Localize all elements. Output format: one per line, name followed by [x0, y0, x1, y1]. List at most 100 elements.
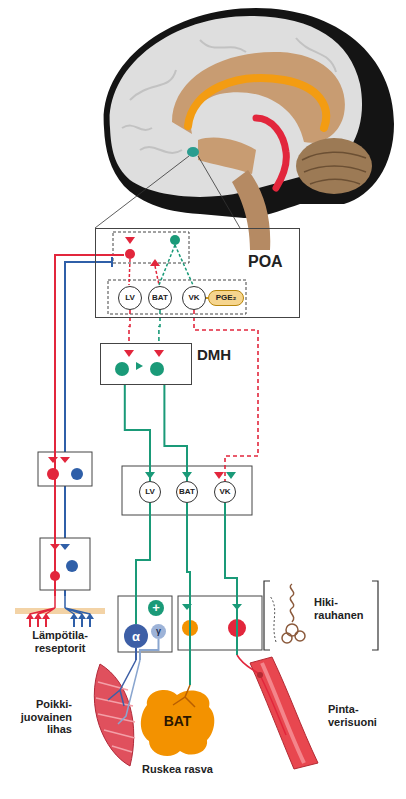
skeletal-muscle: Poikki- juovainen lihas	[8, 660, 143, 770]
dmh-interior	[115, 350, 164, 376]
neural-pathway	[135, 648, 137, 660]
neuron-group-circle: LV	[118, 286, 142, 310]
synapse-triangle	[50, 544, 60, 550]
sudomotor-nerve	[270, 596, 276, 642]
neuron	[71, 468, 83, 480]
node-text: BAT	[179, 488, 195, 496]
preoptic-area-dot	[187, 147, 199, 157]
node-text: VK	[219, 488, 230, 496]
brown-fat: BAT Ruskea rasva	[135, 685, 220, 785]
afferent-blue	[65, 596, 90, 614]
spinal-neuron-circle: VK	[214, 481, 236, 503]
node-text: Pinta- verisuoni	[328, 703, 384, 728]
neural-pathway	[136, 503, 150, 624]
afferent-red	[30, 596, 55, 614]
node-text: Lämpötila- reseptorit	[25, 629, 95, 654]
neuron-group-circle: BAT	[148, 286, 172, 310]
skin	[15, 608, 105, 614]
cold-arrowhead	[70, 613, 94, 619]
spinal-box	[122, 466, 252, 515]
dashed-group	[108, 280, 246, 314]
synapse-triangle	[150, 259, 160, 266]
motor-box	[118, 596, 172, 652]
node-text: VK	[188, 294, 199, 302]
poa-box: POA LV BAT VK PGE₂	[95, 228, 300, 318]
bracket	[264, 581, 378, 650]
neural-pathway	[125, 385, 150, 481]
alpha-motor-neuron: α	[124, 624, 148, 648]
zoom-line	[95, 156, 240, 228]
node-text: BAT	[135, 713, 220, 729]
vasomotor-nerve	[237, 655, 286, 735]
brain	[104, 8, 394, 250]
ganglion-neuron	[228, 619, 246, 637]
neural-pathway	[129, 310, 130, 343]
synapse-triangle	[48, 457, 70, 463]
neuron	[170, 235, 180, 245]
node-text: PGE₂	[216, 294, 236, 302]
gland-coil	[286, 624, 298, 636]
synapse-triangle	[60, 544, 70, 550]
excitatory-sign	[148, 600, 164, 616]
vessel-wall	[250, 657, 318, 769]
brainstem	[232, 170, 270, 250]
afferent-red	[95, 254, 124, 256]
node-text: LV	[145, 488, 155, 496]
spinal-neuron-circle: LV	[139, 481, 161, 503]
node-text: α	[132, 630, 140, 643]
relay-box-outline	[40, 538, 90, 590]
gland-coil	[295, 631, 305, 641]
neural-pathway	[55, 255, 95, 596]
nerve-ending	[257, 672, 263, 678]
ganglion-neuron	[182, 620, 198, 636]
synapse-triangle	[124, 350, 134, 357]
node-text: γ	[156, 627, 161, 636]
warm-arrowhead	[26, 613, 50, 619]
node-text: LV	[125, 294, 135, 302]
node-text: POA	[248, 253, 283, 271]
synapse-triangle	[145, 472, 236, 479]
inhibitory-synapse	[111, 257, 113, 267]
motor-nerve	[108, 660, 136, 706]
cingulate	[172, 52, 345, 143]
sympathetic-nerve	[173, 685, 195, 707]
neural-pathway	[159, 310, 160, 343]
motor-box-outline	[118, 596, 172, 652]
synapse-triangle	[154, 350, 164, 357]
node-text: Hiki- rauhanen	[314, 596, 374, 621]
neuron	[50, 571, 60, 581]
node-text: BAT	[152, 294, 168, 302]
relay-box-outline	[38, 452, 92, 486]
projection	[159, 245, 193, 285]
prostaglandin-pill: PGE₂	[208, 290, 244, 306]
gland-duct	[290, 584, 293, 622]
relay-box	[38, 452, 92, 486]
vessel-highlight	[262, 663, 304, 763]
synapse-triangle	[136, 362, 143, 370]
neural-pathway	[225, 503, 237, 655]
cerebellum-folia	[302, 152, 366, 184]
afferent-blue	[95, 261, 112, 263]
gamma-motor-neuron: γ	[151, 624, 166, 639]
neural-pathway	[194, 310, 258, 481]
warm-neuron	[125, 249, 135, 259]
neuron	[115, 362, 129, 376]
ganglion-box-outline	[178, 596, 262, 650]
node-text: Ruskea rasva	[135, 763, 220, 776]
synapse-triangle	[214, 472, 224, 479]
vessel-art	[230, 655, 386, 770]
neural-pathway	[164, 385, 187, 481]
dmh-box: DMH	[100, 343, 192, 385]
dashed-group	[113, 232, 189, 263]
neuron	[150, 362, 164, 376]
sign-label: +	[150, 600, 162, 616]
cerebellum	[296, 138, 372, 194]
neuron-group-circle: VK	[182, 286, 206, 310]
hypothalamus-area	[198, 138, 256, 174]
neuron	[47, 468, 59, 480]
thermoreceptors: Lämpötila- reseptorit	[10, 596, 110, 658]
muscle-stripes	[96, 682, 135, 752]
